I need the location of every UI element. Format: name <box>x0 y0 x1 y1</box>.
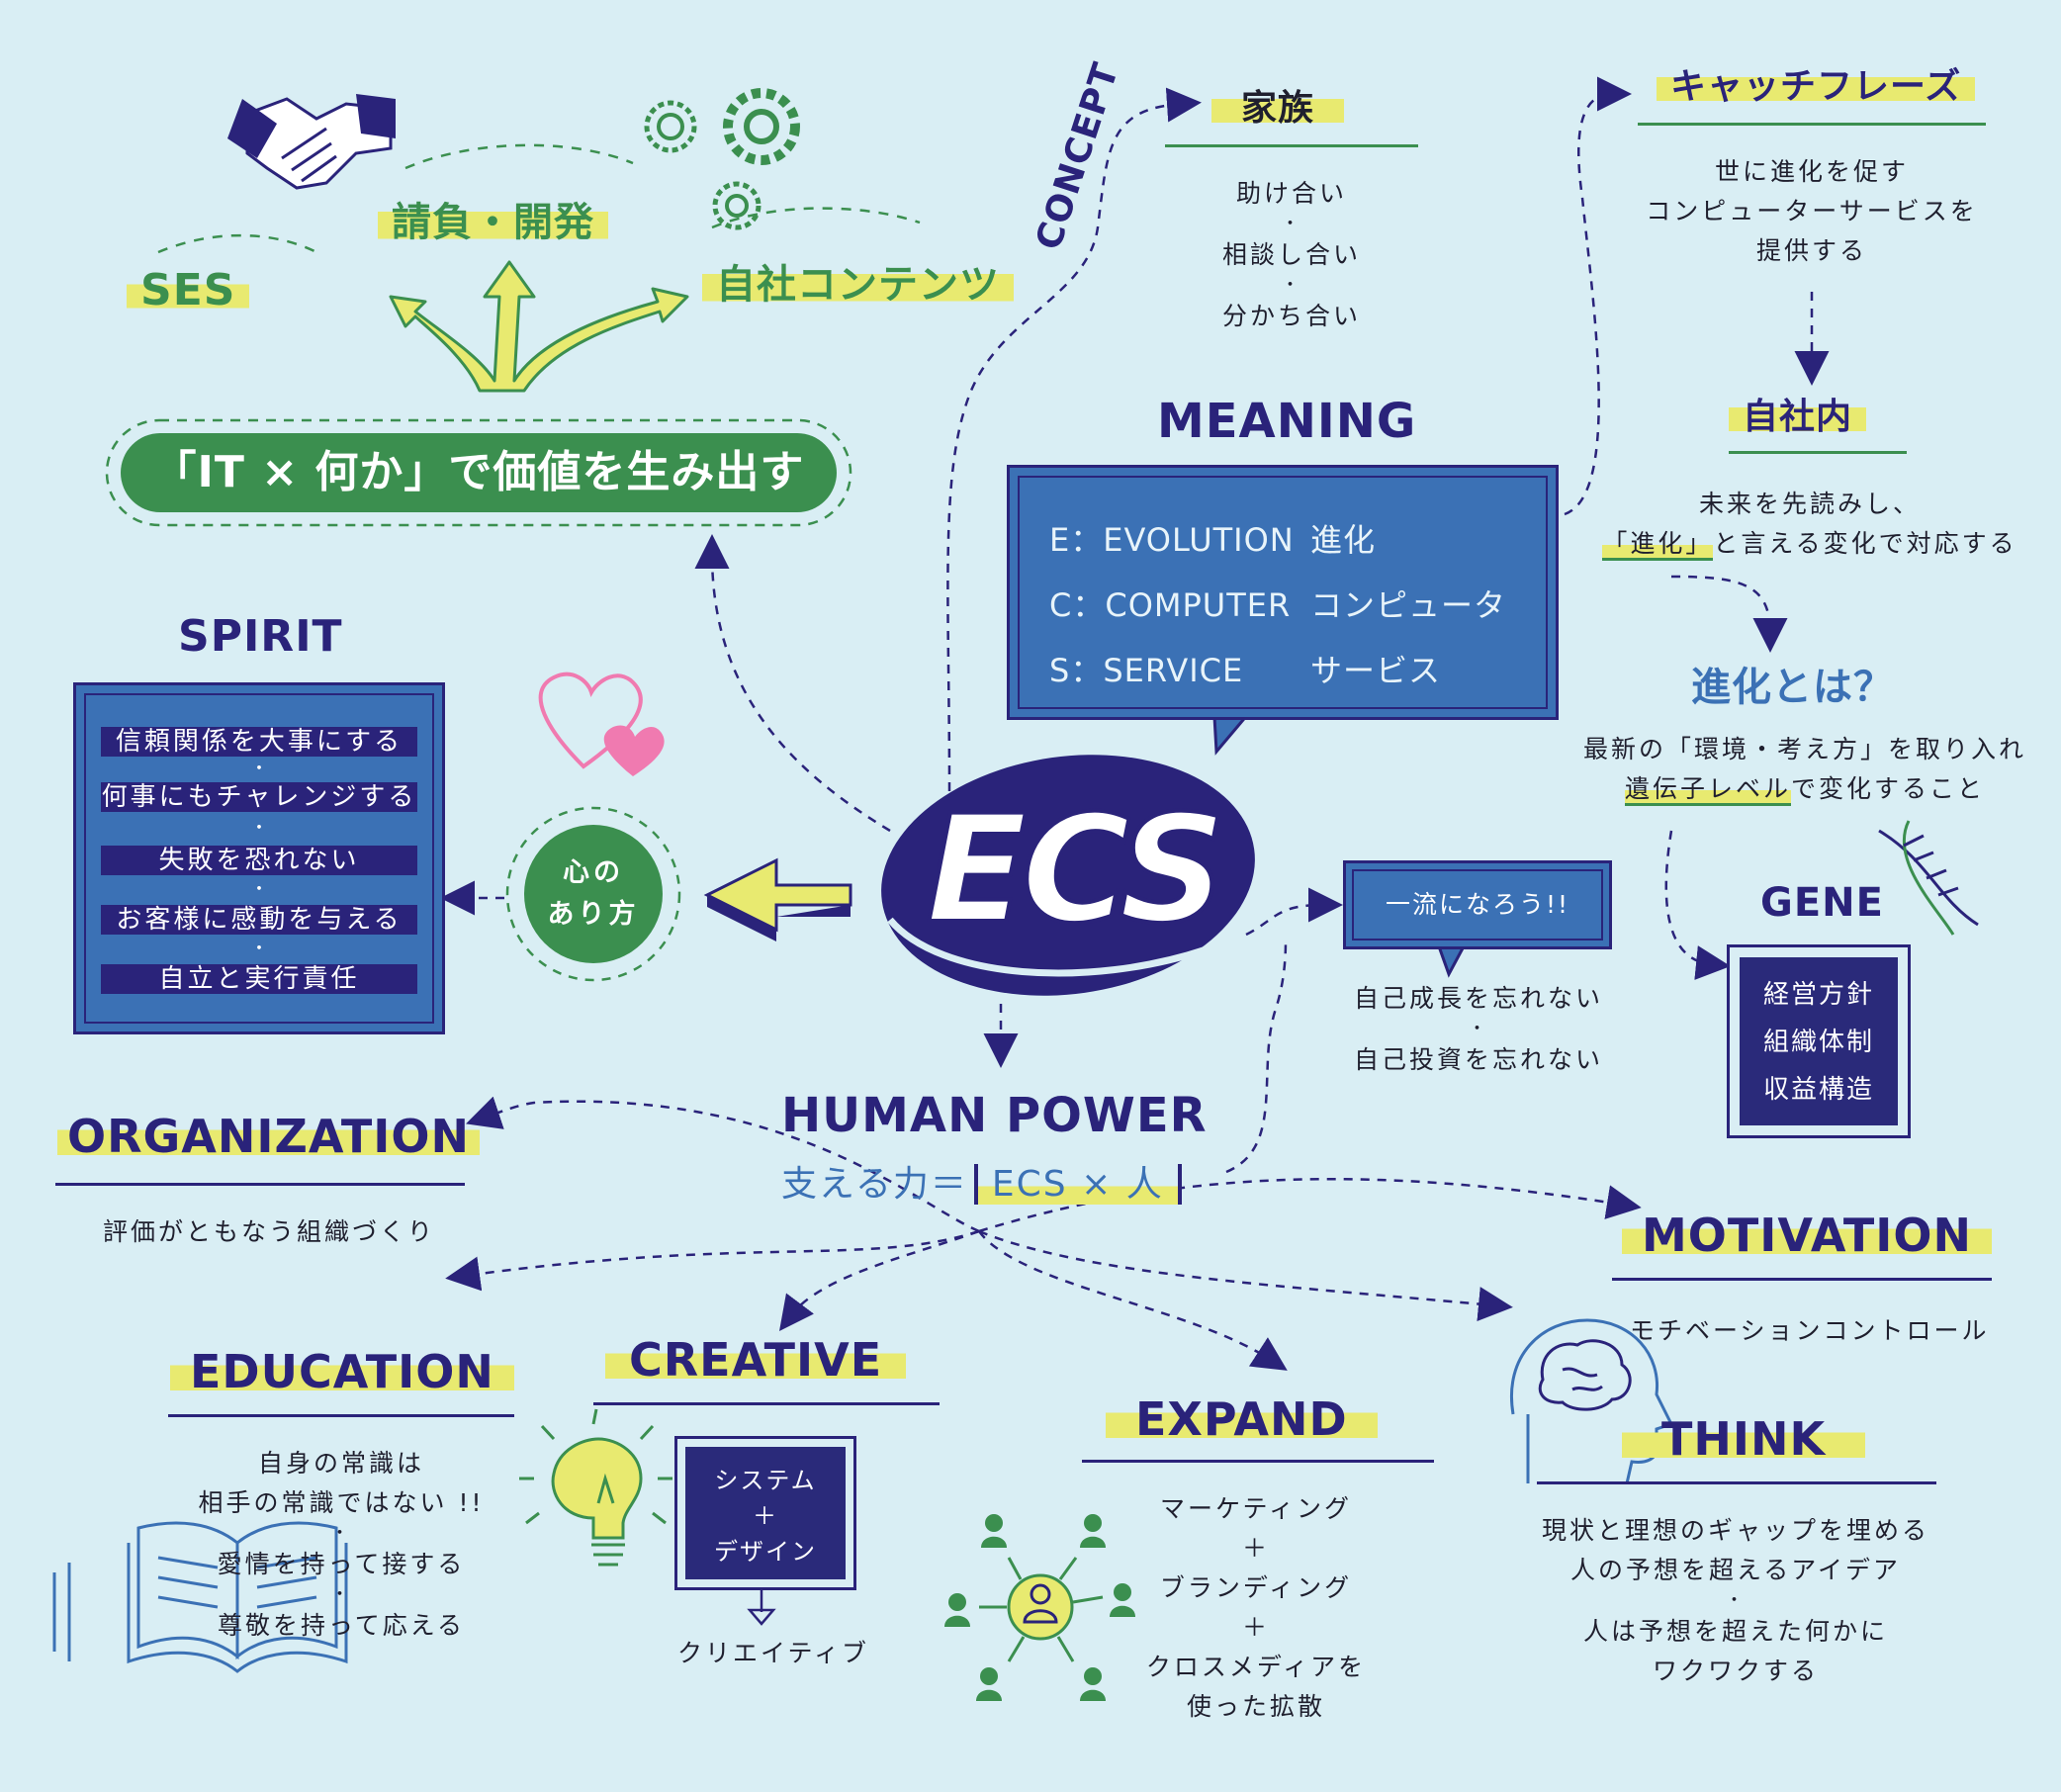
expand-lines: マーケティング ＋ ブランディング ＋ クロスメディアを 使った拡散 <box>1145 1494 1367 1721</box>
ecs-logo-text: ECS <box>924 784 1227 956</box>
expand-title: EXPAND <box>1106 1392 1378 1446</box>
concept-heading: 家族 <box>1211 79 1345 131</box>
ukeoi-label: 請負・開発 <box>378 190 608 247</box>
education-title: EDUCATION <box>170 1345 514 1398</box>
ichiryu-bubble: 一流になろう!! <box>1343 860 1612 949</box>
human-title: HUMAN POWER <box>781 1088 1208 1143</box>
education-lines: 自身の常識は 相手の常識ではない !! ・ 愛情を持って接する ・ 尊敬を持って… <box>198 1449 485 1640</box>
gene-box: 経営方針 組織体制 収益構造 <box>1727 944 1911 1138</box>
book-icon <box>52 1521 348 1673</box>
network-icon <box>944 1514 1135 1701</box>
concept-items: 助け合い ・ 相談し合い ・ 分かち合い <box>1221 179 1361 330</box>
think-title: THINK <box>1622 1412 1866 1466</box>
lightbulb-icon <box>519 1408 672 1567</box>
ichiryu-items: 自己成長を忘れない ・ 自己投資を忘れない <box>1353 984 1603 1074</box>
jishanai-text: 未来を先読みし、 「進化」と言える変化で対応する <box>1602 485 2017 564</box>
motivation-title: MOTIVATION <box>1622 1209 1992 1262</box>
yellow-arrow-icon <box>703 857 852 941</box>
ecs-logo-mark <box>881 755 1260 996</box>
shinka-heading: 進化とは？ <box>1691 665 1894 710</box>
organization-title: ORGANIZATION <box>57 1110 480 1163</box>
handshake-icon <box>227 94 396 190</box>
spirit-box: 信頼関係を大事にする ・ 何事にもチャレンジする ・ 失敗を恐れない ・ お客様… <box>73 682 445 1034</box>
motivation-text: モチベーションコントロール <box>1630 1316 1990 1345</box>
creative-title: CREATIVE <box>605 1333 907 1387</box>
jisha-label: 自社コンテンツ <box>702 252 1014 310</box>
heart-circle-text: 心の あり方 <box>547 857 640 930</box>
catch-heading: キャッチフレーズ <box>1657 57 1976 109</box>
spirit-title: SPIRIT <box>178 611 343 662</box>
gene-title: GENE <box>1760 880 1884 926</box>
dna-icon <box>1878 820 1979 936</box>
creative-box: システム ＋ デザイン <box>674 1436 856 1590</box>
catch-lines: 世に進化を促す コンピューターサービスを 提供する <box>1646 157 1978 265</box>
shinka-text: 最新の「環境・考え方」を取り入れ 遺伝子レベルで変化すること <box>1572 730 2037 809</box>
meaning-title: MEANING <box>1157 394 1417 449</box>
organization-text: 評価がともなう組織づくり <box>103 1217 436 1246</box>
value-banner: 「IT × 何か」で価値を生み出す <box>121 433 837 512</box>
gears-icon <box>644 88 800 230</box>
think-lines: 現状と理想のギャップを埋める 人の予想を超えるアイデア ・ 人は予想を超えた何か… <box>1541 1516 1929 1685</box>
ses-label: SES <box>127 265 250 315</box>
hearts-icon <box>538 672 665 776</box>
jishanai-heading: 自社内 <box>1729 388 1867 439</box>
creative-text: クリエイティブ <box>677 1639 870 1667</box>
human-sub: 支える力＝ECS × 人 <box>781 1155 1182 1207</box>
